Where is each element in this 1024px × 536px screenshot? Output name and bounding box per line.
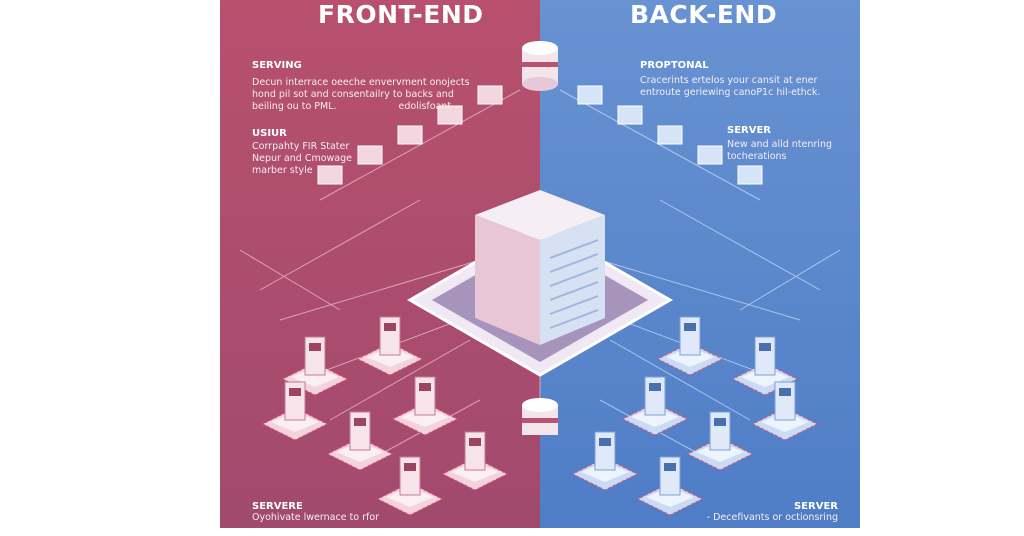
database-icon: [522, 398, 558, 435]
database-icon: [522, 41, 558, 91]
back-end-section-server: SERVER New and alld ntenring tocheration…: [727, 125, 832, 162]
server-node: [656, 316, 724, 376]
network-nodes: [261, 85, 819, 516]
front-end-section-servere: SERVERE Oyohivate lwernace to rfor: [252, 501, 380, 523]
rack-unit: [397, 125, 423, 145]
front-end-section-serving: SERVING Decun interrace oeeche envervmen…: [252, 60, 470, 112]
rack-unit: [697, 145, 723, 165]
back-end-section-proptonal: PROPTONAL Cracerints ertelos your cansit…: [640, 60, 821, 98]
rack-unit: [477, 85, 503, 105]
server-node: [261, 381, 329, 441]
rack-unit: [437, 105, 463, 125]
rack-unit: [737, 165, 763, 185]
rack-unit: [317, 165, 343, 185]
server-node: [441, 431, 509, 491]
illustration-canvas: [220, 0, 860, 528]
server-node: [571, 431, 639, 491]
frontend-backend-illustration: FRONT-END BACK-END SERVING Decun interra…: [220, 0, 860, 528]
server-node: [391, 376, 459, 436]
rack-unit: [617, 105, 643, 125]
server-node: [686, 411, 754, 471]
front-end-section-usiur: USIUR Corrpahty FIR Stater Nepur and Cmo…: [252, 128, 352, 176]
server-node: [356, 316, 424, 376]
front-end-title: FRONT-END: [318, 0, 484, 29]
rack-unit: [657, 125, 683, 145]
rack-unit: [577, 85, 603, 105]
server-node: [376, 456, 444, 516]
central-server-left: [475, 215, 540, 345]
server-node: [326, 411, 394, 471]
back-end-section-server-bottom: SERVER - Decefivants or octionsring: [706, 501, 838, 523]
server-node: [636, 456, 704, 516]
server-node: [751, 381, 819, 441]
rack-unit: [357, 145, 383, 165]
back-end-title: BACK-END: [630, 0, 778, 29]
server-node: [621, 376, 689, 436]
